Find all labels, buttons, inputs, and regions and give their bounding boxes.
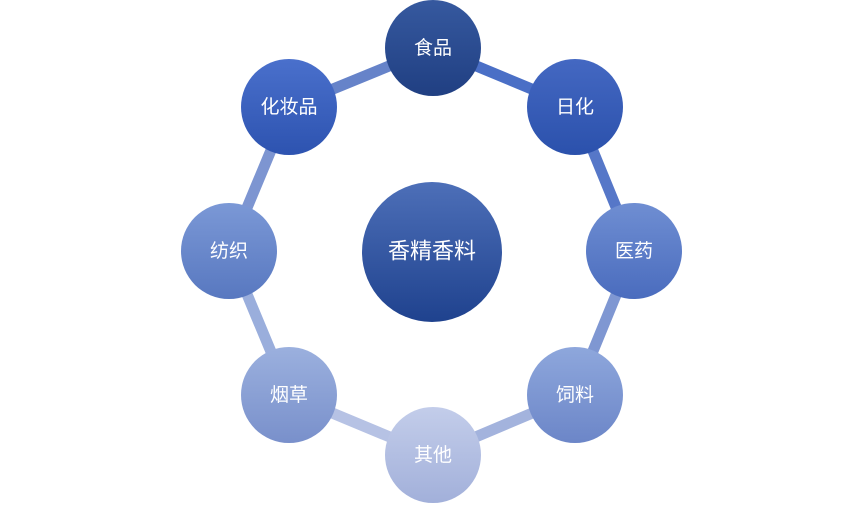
center-node: 香精香料 xyxy=(362,182,502,322)
node-label: 食品 xyxy=(414,37,452,59)
node-feed: 饲料 xyxy=(527,347,623,443)
node-daily-chemicals: 日化 xyxy=(527,59,623,155)
node-cosmetics: 化妆品 xyxy=(241,59,337,155)
node-label: 纺织 xyxy=(210,240,248,262)
node-label: 日化 xyxy=(556,96,594,118)
node-label: 化妆品 xyxy=(260,96,317,118)
center-node-label: 香精香料 xyxy=(388,240,476,265)
node-other: 其他 xyxy=(385,407,481,503)
node-label: 医药 xyxy=(615,240,653,262)
node-tobacco: 烟草 xyxy=(241,347,337,443)
node-medicine: 医药 xyxy=(586,203,682,299)
node-label: 烟草 xyxy=(270,384,308,406)
node-textile: 纺织 xyxy=(181,203,277,299)
node-label: 其他 xyxy=(414,444,452,466)
node-food: 食品 xyxy=(385,0,481,96)
node-label: 饲料 xyxy=(556,384,594,406)
